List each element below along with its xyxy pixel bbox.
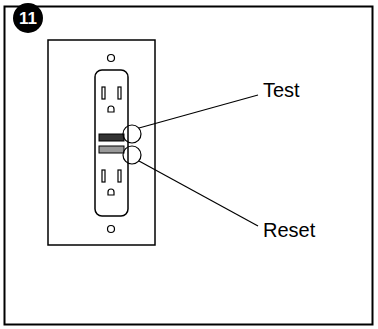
step-badge [13, 3, 43, 33]
ground-hole [108, 106, 114, 112]
part-label: Test [263, 80, 300, 100]
part-label: Reset [263, 220, 315, 240]
outlet-slot [118, 87, 121, 99]
outlet-slot [102, 87, 105, 99]
test-button [99, 134, 124, 141]
plate-screw [108, 226, 115, 233]
ground-hole [108, 189, 114, 195]
outlet-slot [118, 170, 121, 182]
reset-button [99, 146, 124, 153]
leader-line [139, 95, 258, 128]
callout-circle [123, 146, 141, 164]
leader-line [139, 161, 258, 226]
plate-screw [108, 55, 115, 62]
wall-plate [48, 40, 155, 245]
gfci-outlet [95, 70, 128, 216]
callout-number: 11 [19, 10, 37, 27]
outlet-slot [102, 170, 105, 182]
callout-circle [123, 125, 141, 143]
panel-frame [5, 7, 373, 325]
